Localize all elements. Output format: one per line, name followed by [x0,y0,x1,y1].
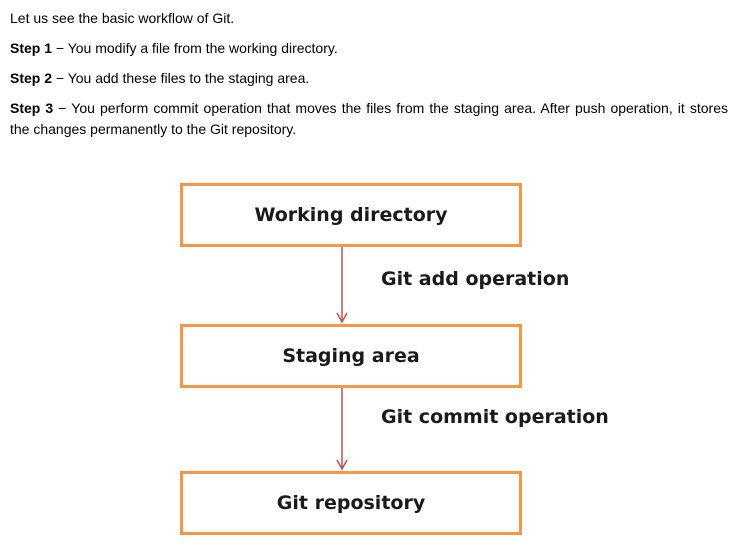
git-commit-operation-label: Git commit operation [381,406,609,428]
step-1-label: Step 1 [10,40,53,56]
staging-area-label: Staging area [282,345,420,367]
working-directory-box: Working directory [180,183,522,247]
git-repository-label: Git repository [276,492,426,514]
intro-text: Let us see the basic workflow of Git. [10,10,235,26]
step-2-text: − You add these files to the staging are… [52,70,310,86]
step-3: Step 3 − You perform commit operation th… [10,98,728,140]
staging-area-box: Staging area [180,324,522,388]
step-1-text: − You modify a file from the working dir… [52,40,338,56]
step-2: Step 2 − You add these files to the stag… [10,68,728,89]
git-repository-box: Git repository [180,471,522,535]
step-2-label: Step 2 [10,70,53,86]
git-add-operation-label: Git add operation [381,268,570,290]
step-3-label: Step 3 [10,100,54,116]
step-1: Step 1 − You modify a file from the work… [10,38,728,59]
arrow-add [336,247,348,324]
working-directory-label: Working directory [254,204,448,226]
arrow-commit [336,388,348,471]
step-3-text: − You perform commit operation that move… [10,100,729,137]
